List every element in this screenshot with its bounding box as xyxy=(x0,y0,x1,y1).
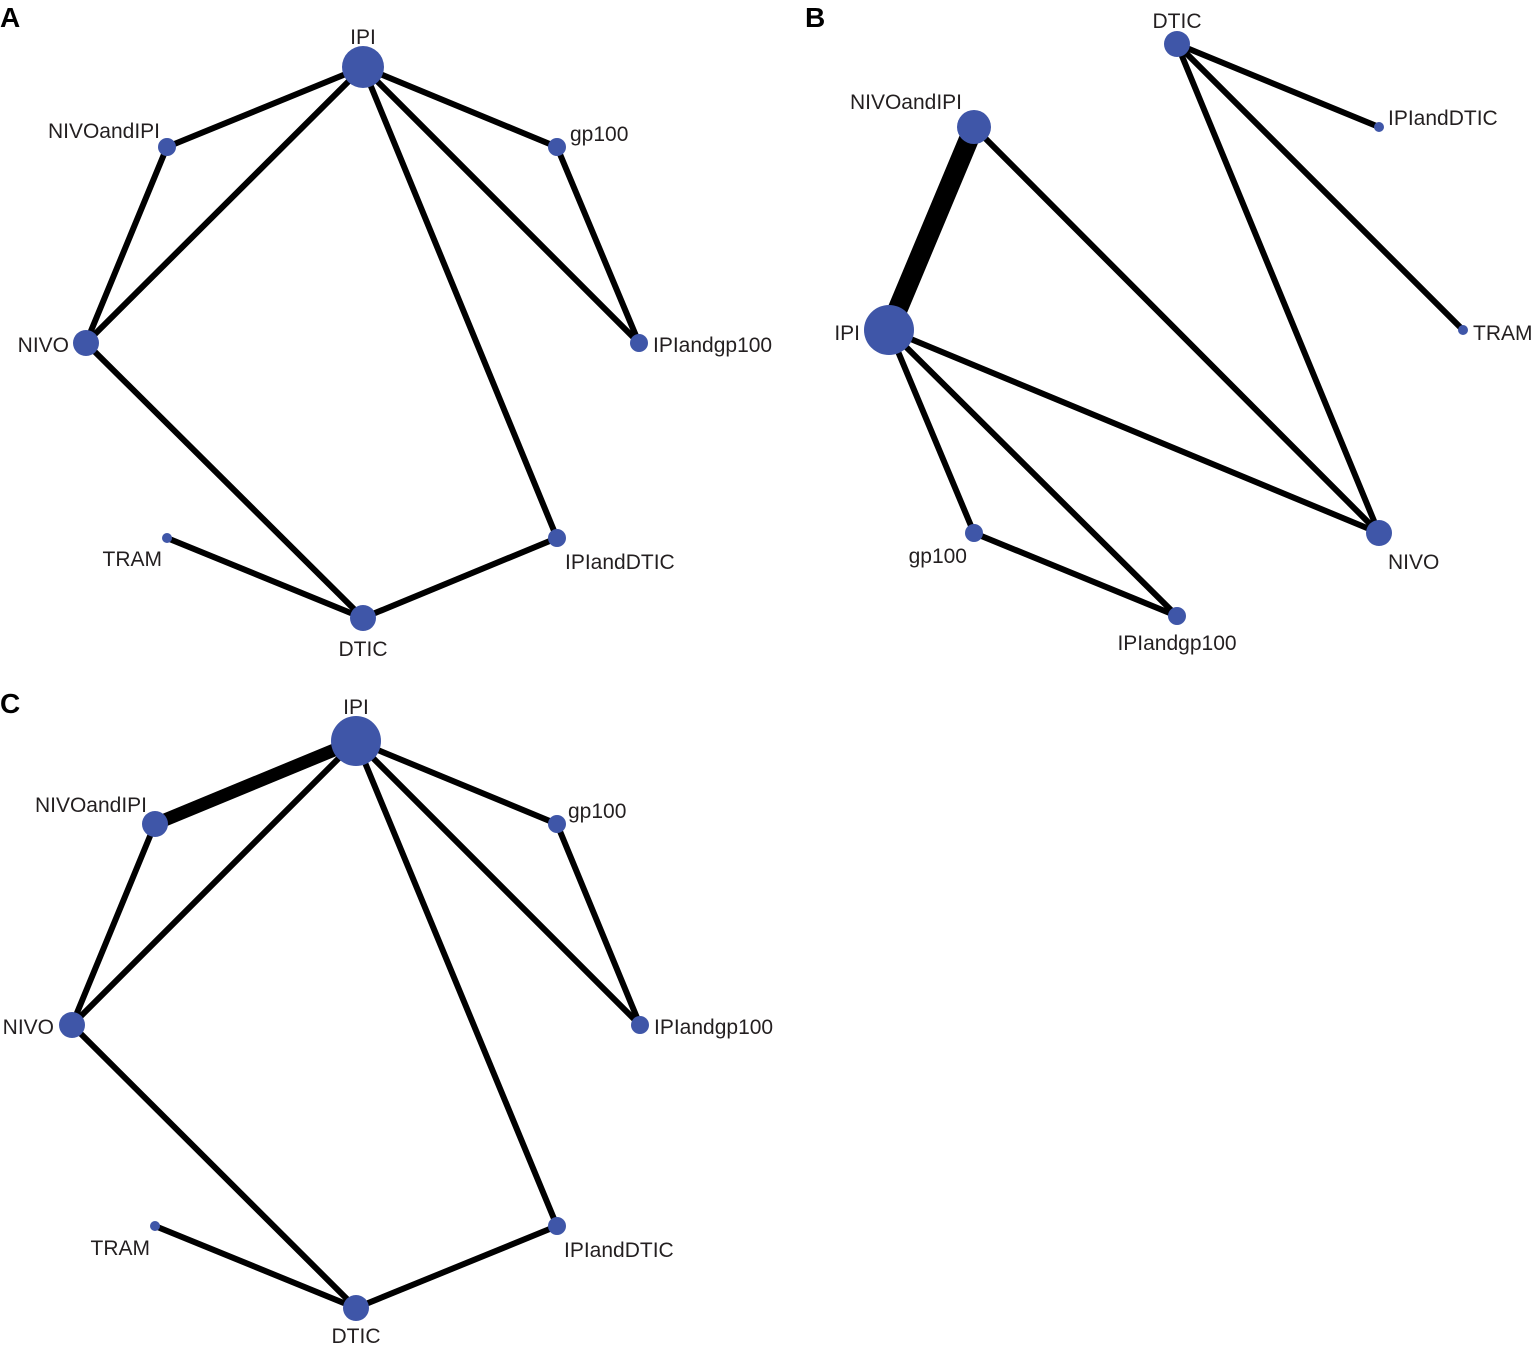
node-label-nivoandipi: NIVOandIPI xyxy=(48,120,160,143)
node-label-ipiandgp100: IPIandgp100 xyxy=(654,1016,773,1039)
edge-ipi-nivoandipi xyxy=(152,734,359,831)
node-label-nivoandipi: NIVOandIPI xyxy=(35,794,147,817)
node-dtic xyxy=(350,605,376,631)
edge-ipianddtic-dtic xyxy=(361,535,559,621)
node-label-tram: TRAM xyxy=(103,548,163,571)
panel-c-edges xyxy=(69,734,643,1311)
node-label-gp100: gp100 xyxy=(570,123,628,146)
node-nivo xyxy=(1366,520,1392,546)
edge-ipi-gp100 xyxy=(886,328,977,535)
edge-ipi-nivoandipi xyxy=(879,123,984,334)
edge-dtic-tram xyxy=(1174,41,1466,333)
edge-tram-dtic xyxy=(165,535,365,621)
edge-ipi-nivo xyxy=(83,64,366,346)
edge-gp100-ipiandgp100 xyxy=(972,530,1179,619)
node-nivoandipi xyxy=(158,138,176,156)
node-ipianddtic xyxy=(548,529,566,547)
edge-ipi-ipiandgp100 xyxy=(353,738,643,1028)
edge-dtic-nivo xyxy=(1174,42,1382,535)
node-label-tram: TRAM xyxy=(1473,322,1533,345)
node-label-nivo: NIVO xyxy=(1388,551,1439,574)
node-label-ipi: IPI xyxy=(350,26,376,49)
node-label-gp100: gp100 xyxy=(909,545,967,568)
panel-label-b: B xyxy=(805,2,825,33)
node-label-nivo: NIVO xyxy=(3,1016,54,1039)
node-nivoandipi xyxy=(957,110,991,144)
edge-ipi-gp100 xyxy=(361,64,559,150)
edge-ipi-ipianddtic xyxy=(360,65,560,540)
node-tram xyxy=(162,533,172,543)
node-gp100 xyxy=(965,524,983,542)
node-label-ipianddtic: IPIandDTIC xyxy=(565,551,675,574)
edge-tram-dtic xyxy=(153,1223,358,1311)
panel-b-nodes xyxy=(864,31,1468,625)
edge-ipi-ipianddtic xyxy=(353,739,560,1228)
edge-ipianddtic-dtic xyxy=(354,1223,559,1311)
node-label-dtic: DTIC xyxy=(1153,10,1202,33)
node-label-tram: TRAM xyxy=(91,1237,151,1260)
panel-a-nodes xyxy=(73,46,648,631)
panel-label-c: C xyxy=(0,688,20,719)
edge-gp100-ipiandgp100 xyxy=(554,145,642,345)
node-label-dtic: DTIC xyxy=(339,638,388,661)
edge-nivo-dtic xyxy=(83,340,366,621)
node-gp100 xyxy=(548,815,566,833)
node-ipianddtic xyxy=(548,1217,566,1235)
node-label-ipianddtic: IPIandDTIC xyxy=(1388,107,1498,130)
node-label-ipianddtic: IPIandDTIC xyxy=(564,1239,674,1262)
panel-b-node-labels: IPI NIVOandIPI gp100 NIVO IPIandgp100 TRAM IPI… xyxy=(834,10,1532,655)
node-tram xyxy=(150,1221,160,1231)
panel-a-edges xyxy=(83,64,642,621)
edge-nivoandipi-nivo xyxy=(971,124,1382,536)
panel-b-edges xyxy=(879,41,1466,619)
edge-ipi-nivo xyxy=(69,738,359,1028)
node-label-ipiandgp100: IPIandgp100 xyxy=(1117,632,1236,655)
node-label-nivo: NIVO xyxy=(18,334,69,357)
node-ipiandgp100 xyxy=(1168,607,1186,625)
node-nivo xyxy=(59,1012,85,1038)
node-label-ipi: IPI xyxy=(343,696,369,719)
node-ipianddtic xyxy=(1374,122,1384,132)
edge-ipi-ipiandgp100 xyxy=(360,64,642,346)
node-ipi xyxy=(342,46,384,88)
edge-nivo-dtic xyxy=(69,1022,359,1311)
node-gp100 xyxy=(548,138,566,156)
node-nivo xyxy=(73,330,99,356)
edge-gp100-ipiandgp100 xyxy=(554,822,643,1027)
panel-label-a: A xyxy=(0,2,20,33)
edge-ipi-nivo xyxy=(887,327,1381,536)
node-nivoandipi xyxy=(142,811,168,837)
node-ipiandgp100 xyxy=(630,334,648,352)
node-label-dtic: DTIC xyxy=(332,1325,381,1348)
node-label-gp100: gp100 xyxy=(568,800,626,823)
edge-ipi-gp100 xyxy=(354,738,559,827)
node-dtic xyxy=(1164,31,1190,57)
node-ipi xyxy=(864,305,914,355)
edge-ipi-ipiandgp100 xyxy=(886,327,1180,619)
node-dtic xyxy=(343,1295,369,1321)
node-ipiandgp100 xyxy=(631,1016,649,1034)
node-ipi xyxy=(331,716,381,766)
edge-dtic-ipianddtic xyxy=(1175,41,1381,130)
node-tram xyxy=(1458,325,1468,335)
edge-ipi-nivoandipi xyxy=(165,64,365,150)
node-label-nivoandipi: NIVOandIPI xyxy=(850,91,962,114)
panel-c-nodes xyxy=(59,716,649,1321)
edge-nivoandipi-nivo xyxy=(69,822,158,1027)
node-label-ipi: IPI xyxy=(834,322,860,345)
node-label-ipiandgp100: IPIandgp100 xyxy=(653,334,772,357)
edge-nivoandipi-nivo xyxy=(83,145,170,345)
